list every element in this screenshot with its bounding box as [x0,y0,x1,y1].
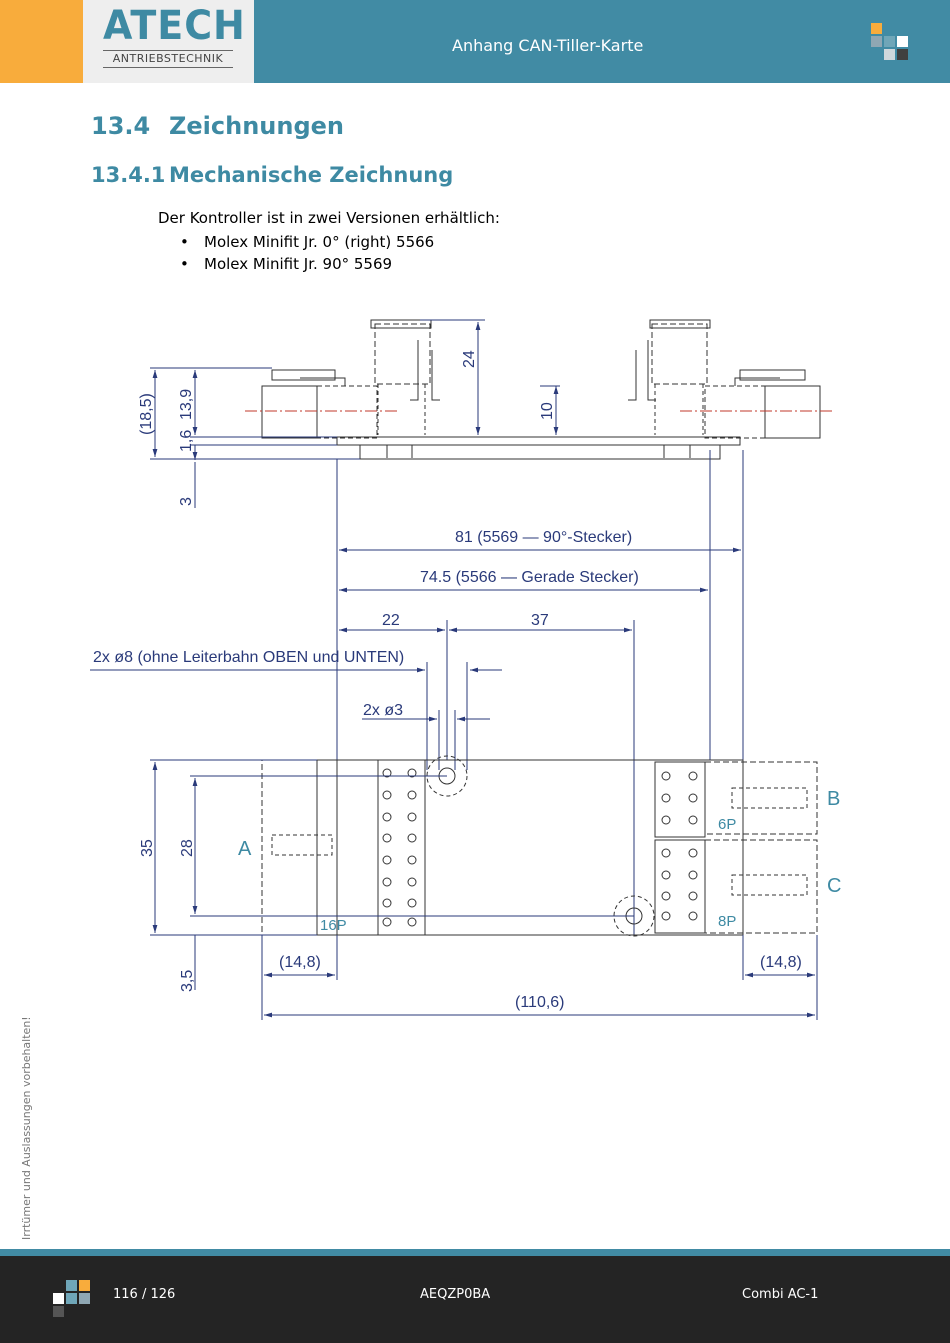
dim-110-6: (110,6) [515,994,565,1011]
hole-8-label: 2x ø8 (ohne Leiterbahn OBEN und UNTEN) [93,649,404,666]
dim-14-8-right: (14,8) [760,954,802,971]
subsection-title: Mechanische Zeichnung [169,163,454,187]
dim-18-5: (18,5) [138,393,155,435]
disclaimer-note: Irrtümer und Auslassungen vorbehalten! [20,1016,33,1240]
dim-22: 22 [382,612,400,629]
footer-bar [0,1256,950,1343]
intro-text: Der Kontroller ist in zwei Versionen erh… [158,209,500,227]
dim-3: 3 [178,497,195,506]
footer-accent-line [0,1249,950,1256]
dim-1-6: 1,6 [178,430,195,452]
section-number: 13.4 [91,112,151,140]
dim-3-5: 3,5 [179,970,196,992]
header-title: Anhang CAN-Tiller-Karte [452,36,644,55]
product-name: Combi AC-1 [742,1287,819,1302]
top-view [261,755,818,937]
logo-subline: ANTRIEBSTECHNIK [103,50,233,68]
company-logo: ATECH ANTRIEBSTECHNIK [83,0,254,83]
connector-a-label: A [238,838,252,860]
version-list: •Molex Minifit Jr. 0° (right) 5566 •Mole… [180,232,434,276]
connector-b-label: B [827,788,840,810]
side-view [261,319,821,460]
pin-count-6p: 6P [718,816,736,833]
dim-13-9: 13,9 [178,389,195,420]
pin-count-16p: 16P [320,917,347,934]
logo-wordmark: ATECH [103,3,246,49]
connector-c-label: C [827,875,841,897]
hole-3-label: 2x ø3 [363,702,403,719]
list-item: •Molex Minifit Jr. 90° 5569 [180,255,393,273]
dim-35: 35 [139,839,156,857]
dim-37: 37 [531,612,549,629]
section-title: Zeichnungen [169,112,345,140]
dim-28: 28 [179,839,196,857]
dim-74-5: 74.5 (5566 — Gerade Stecker) [420,569,639,586]
section-heading: 13.4 Zeichnungen [91,112,344,140]
document-code: AEQZP0BA [420,1287,491,1302]
squares-logo-icon [52,1279,92,1319]
dim-24: 24 [461,350,478,368]
page-number: 116 / 126 [113,1287,176,1302]
squares-logo-icon [870,22,910,62]
dim-81: 81 (5569 — 90°-Stecker) [455,529,632,546]
dim-10: 10 [539,402,556,420]
list-item: •Molex Minifit Jr. 0° (right) 5566 [180,233,435,251]
dim-14-8-left: (14,8) [279,954,321,971]
subsection-number: 13.4.1 [91,163,166,187]
mechanical-drawing: 24 10 (18,5) 13,9 1,6 3 81 (5569 — 90°-S… [90,319,841,1020]
pin-count-8p: 8P [718,913,736,930]
header-accent [0,0,83,83]
